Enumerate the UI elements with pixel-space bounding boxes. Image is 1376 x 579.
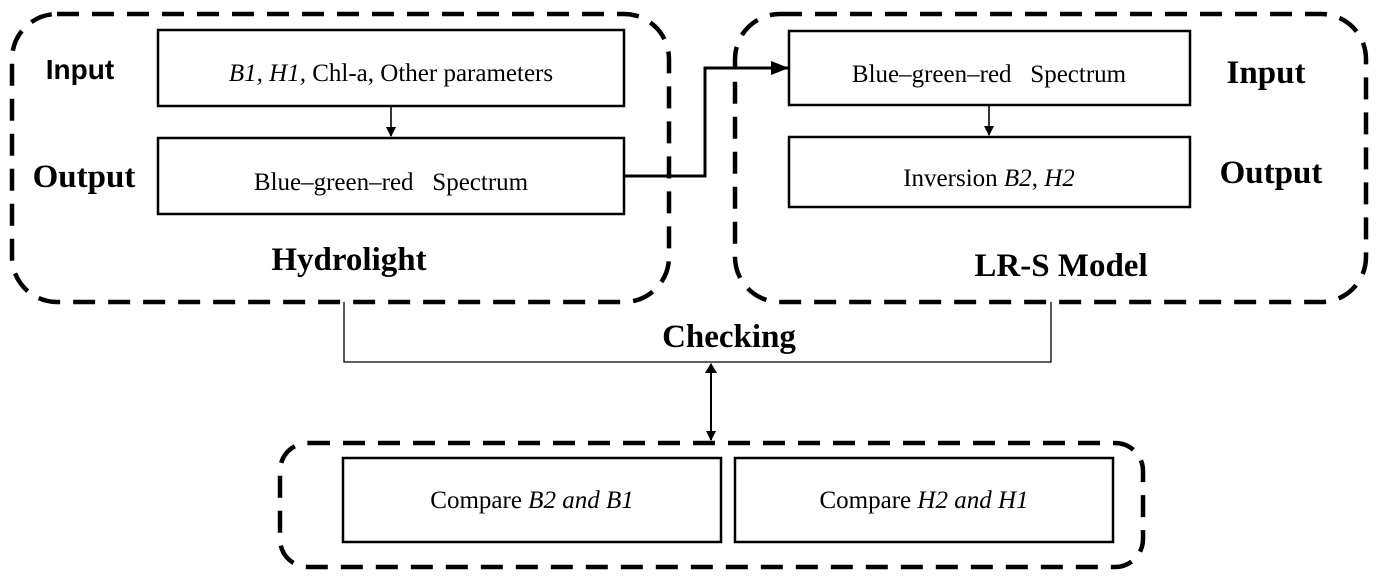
hydrolight-output-box <box>156 136 626 216</box>
compare-b-prefix: Compare <box>430 487 522 514</box>
checking-bracket <box>343 302 1052 363</box>
compare-b-terms: B2 and B1 <box>528 487 634 514</box>
compare-h-prefix: Compare <box>820 487 912 514</box>
input-params-term: Chl-a, Other parameters <box>312 60 553 87</box>
hydrolight-output-label: Output <box>33 159 136 195</box>
compare-group-border <box>277 440 1146 570</box>
spectrum-connector-arrow <box>624 61 789 178</box>
compare-h-text: Compare H2 and H1 <box>820 487 1029 514</box>
hydrolight-input-label: Input <box>46 54 114 85</box>
hydrolight-input-box <box>156 28 626 108</box>
comma-term: , <box>1032 165 1038 192</box>
lrs-input-text: Blue–green–red Spectrum <box>852 61 1127 88</box>
lrs-output-text: Inversion B2, H2 <box>903 165 1075 192</box>
inversion-term: Inversion <box>903 165 998 192</box>
lrs-group-border <box>732 11 1369 305</box>
checking-label: Checking <box>662 319 796 355</box>
h1-term: H1, <box>268 60 306 87</box>
compare-b-box <box>341 456 723 544</box>
lrs-output-label: Output <box>1220 155 1323 191</box>
lrs-output-box <box>787 135 1192 209</box>
hydrolight-output-text: Blue–green–red Spectrum <box>254 169 529 196</box>
compare-h-box <box>733 456 1115 544</box>
h2-term: H2 <box>1043 165 1075 192</box>
b2-term: B2 <box>1004 165 1032 192</box>
hydrolight-group-border <box>9 11 672 305</box>
compare-b-text: Compare B2 and B1 <box>430 487 633 514</box>
b1-term: B1, <box>229 60 263 87</box>
lrs-title: LR-S Model <box>974 248 1147 284</box>
hydrolight-title: Hydrolight <box>271 242 426 278</box>
lrs-input-box <box>787 29 1192 107</box>
hydrolight-input-text: B1, H1, Chl-a, Other parameters <box>229 60 553 87</box>
lrs-input-label: Input <box>1227 55 1306 91</box>
compare-h-terms: H2 and H1 <box>916 487 1028 514</box>
